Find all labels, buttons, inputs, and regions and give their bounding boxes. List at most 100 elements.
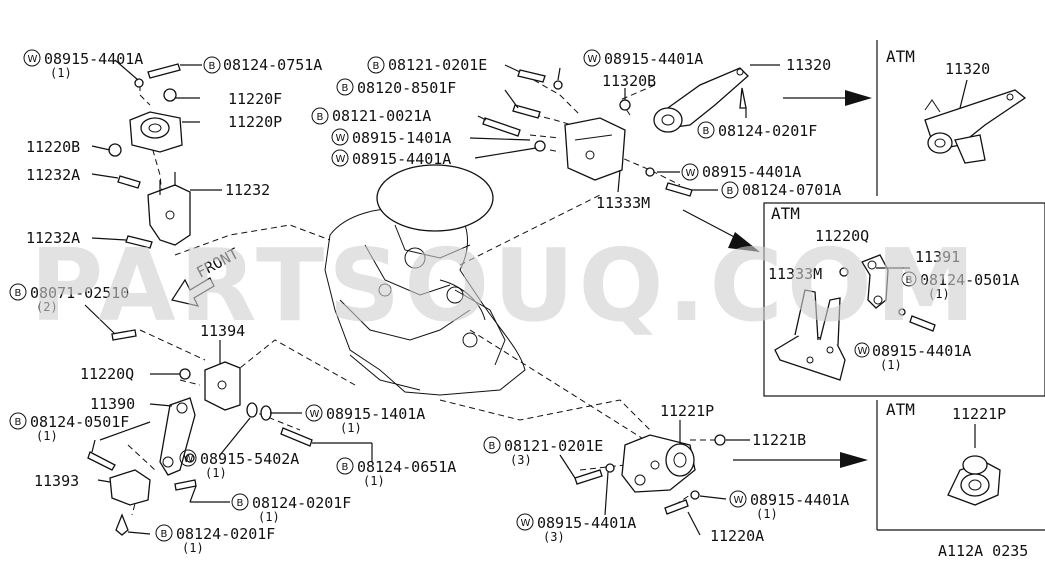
part-label: 11232A	[26, 166, 80, 184]
part-label: 08121-0201E	[388, 56, 487, 74]
part-label: 08071-02510	[30, 284, 129, 302]
atm-bracket-11320-drawing	[924, 89, 1027, 164]
part-qty: (1)	[50, 66, 72, 80]
svg-text:B: B	[342, 462, 349, 473]
callout: B 08124-0201F	[697, 121, 817, 140]
part-qty: (3)	[510, 453, 532, 467]
svg-text:W: W	[588, 54, 598, 65]
callout: 11221P	[660, 402, 714, 420]
atm-panel-top: ATM 11320	[876, 40, 1027, 196]
bracket-11394-drawing	[111, 329, 241, 411]
part-label: 11220P	[228, 113, 282, 131]
part-label: 08124-0201F	[718, 122, 817, 140]
svg-text:W: W	[310, 409, 320, 420]
svg-text:B: B	[489, 441, 496, 452]
svg-text:B: B	[317, 112, 324, 123]
part-label: 11393	[34, 472, 79, 490]
callout: 11320	[786, 56, 831, 74]
callout: W 08915-4401A(1)	[729, 490, 849, 521]
atm-bot-caption: ATM	[886, 400, 915, 419]
part-qty: (1)	[36, 429, 58, 443]
callout: 11220F	[228, 90, 282, 108]
bracket-11232-drawing	[117, 172, 191, 249]
atm-top-caption: ATM	[886, 47, 915, 66]
svg-text:W: W	[521, 518, 531, 529]
callout: 11232	[225, 181, 270, 199]
part-label: 11320B	[602, 72, 656, 90]
callout: 11221B	[752, 431, 806, 449]
mount-11333m-drawing	[482, 69, 693, 197]
atm-mid-qty-2: (1)	[880, 358, 902, 372]
part-label: 08124-0501F	[30, 413, 129, 431]
svg-text:W: W	[686, 168, 696, 179]
svg-text:B: B	[727, 186, 734, 197]
part-label: 08124-0201F	[252, 494, 351, 512]
svg-text:W: W	[858, 346, 868, 357]
callout: 11320B	[602, 72, 656, 90]
part-label: 11232	[225, 181, 270, 199]
part-label: 08915-4401A	[702, 163, 801, 181]
callout: B 08121-0201E(3)	[483, 436, 603, 467]
bracket-11320-drawing	[619, 67, 749, 133]
diagram-code: A112A 0235	[938, 542, 1028, 560]
part-label: 08124-0201F	[176, 525, 275, 543]
part-label: 08121-0201E	[504, 437, 603, 455]
callout: W 08915-4401A	[681, 163, 801, 181]
svg-text:W: W	[28, 54, 38, 65]
bracket-11393-drawing	[87, 451, 197, 536]
svg-text:B: B	[342, 83, 349, 94]
part-qty: (1)	[756, 507, 778, 521]
part-label: 08124-0701A	[742, 181, 841, 199]
atm-mount-11221p-drawing	[947, 455, 1001, 506]
callout: 11220P	[228, 113, 282, 131]
part-label: 08124-0751A	[223, 56, 322, 74]
atm-panel-middle: ATM 11220Q 11391 11333M B 08124-0501A (1…	[763, 202, 1045, 397]
svg-text:B: B	[161, 529, 168, 540]
svg-text:W: W	[184, 454, 194, 465]
part-qty: (1)	[363, 474, 385, 488]
atm-bot-part-label: 11221P	[952, 405, 1006, 423]
callout: 11390	[90, 395, 135, 413]
svg-text:W: W	[336, 133, 346, 144]
part-qty: (1)	[205, 466, 227, 480]
part-label: 11220Q	[80, 365, 134, 383]
part-label: 08915-4401A	[750, 491, 849, 509]
svg-text:B: B	[15, 288, 22, 299]
part-label: 08915-4401A	[44, 50, 143, 68]
atm-top-part-label: 11320	[945, 60, 990, 78]
leader-lines	[84, 59, 780, 536]
part-label: 11320	[786, 56, 831, 74]
callout: 11394	[200, 322, 245, 340]
callout: B 08124-0701A	[721, 181, 841, 199]
callout: 11232A	[26, 166, 80, 184]
atm-mid-label-11333m: 11333M	[768, 265, 822, 283]
part-label: 08915-1401A	[326, 405, 425, 423]
svg-text:B: B	[906, 275, 913, 286]
part-label: 08915-1401A	[352, 129, 451, 147]
part-qty: (1)	[258, 510, 280, 524]
part-label: 11221B	[752, 431, 806, 449]
watermark-text: PARTSOUQ.COM	[30, 227, 979, 344]
engine-transmission-drawing	[324, 164, 526, 396]
part-label: 11390	[90, 395, 135, 413]
callout: W 08915-1401A	[331, 128, 451, 147]
svg-text:B: B	[703, 126, 710, 137]
atm-mount-11333m-drawing	[774, 289, 846, 381]
part-label: 11333M	[596, 194, 650, 212]
atm-mid-caption: ATM	[771, 204, 800, 223]
part-label: 11394	[200, 322, 245, 340]
atm-mid-label-08915-4401a: 08915-4401A	[872, 342, 971, 360]
svg-text:W: W	[734, 495, 744, 506]
part-label: 08915-4401A	[537, 514, 636, 532]
part-label: 11232A	[26, 229, 80, 247]
